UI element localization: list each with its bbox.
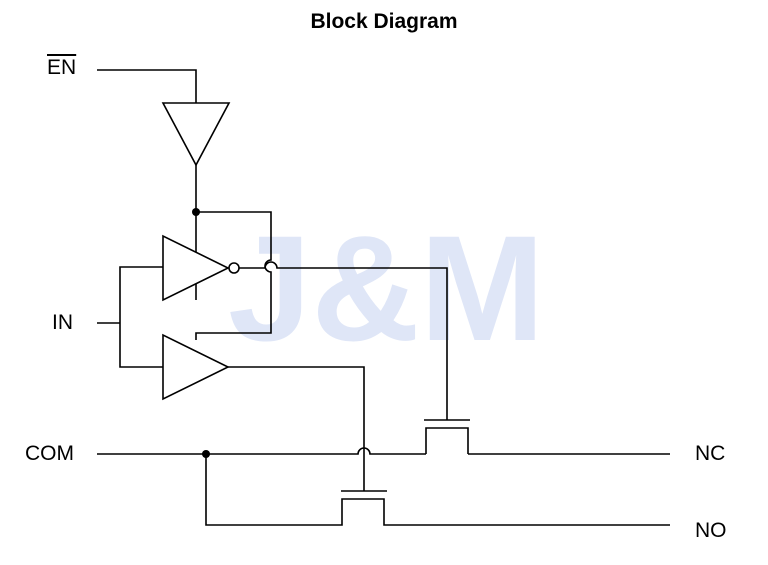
inverter-gate [162, 234, 230, 302]
pin-label-en: EN [47, 56, 77, 79]
watermark-logo: J&M [228, 204, 545, 372]
pin-label-com: COM [25, 442, 74, 465]
inverter-output-wire [239, 261, 448, 420]
en-wire [97, 69, 197, 103]
pin-label-no: NO [695, 519, 727, 542]
pin-label-nc: NC [695, 442, 726, 465]
diagram-title: Block Diagram [310, 10, 458, 33]
inverter-bubble [228, 262, 240, 274]
com-wire [97, 447, 426, 455]
watermark-text: J&M [228, 204, 545, 372]
buffer-output-wire [228, 366, 365, 491]
buffer-gate [162, 333, 230, 401]
en-buffer [161, 102, 231, 167]
nc-switch-channel [425, 427, 469, 454]
in-split-wire [119, 266, 163, 368]
pin-label-in: IN [52, 311, 73, 334]
no-switch-channel [205, 454, 670, 526]
